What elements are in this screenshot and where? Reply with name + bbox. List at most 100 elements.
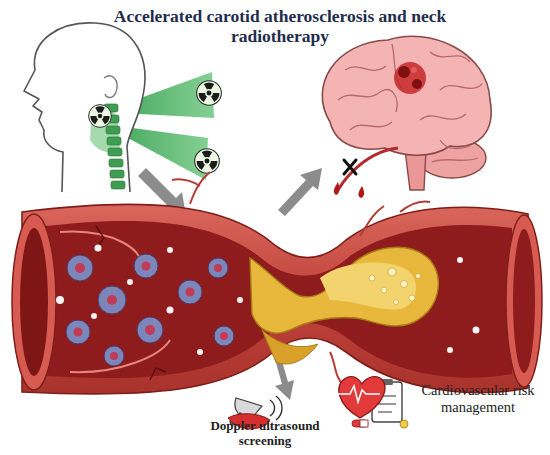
cervical-spine — [110, 170, 124, 178]
blood-cells — [186, 288, 195, 297]
head-profile — [24, 23, 145, 192]
brain — [338, 44, 482, 162]
radiation-symbols — [89, 81, 222, 174]
cardio-risk-icon — [338, 386, 380, 402]
carotid-artery — [22, 204, 528, 394]
brain — [440, 140, 470, 148]
carotid-artery — [172, 179, 200, 186]
plaque — [369, 275, 375, 281]
radiation-symbols — [197, 81, 222, 106]
head-profile — [24, 23, 145, 192]
blood-cells — [145, 325, 155, 335]
brain — [412, 79, 422, 89]
cardio-risk-icon — [352, 420, 368, 427]
blood-cells — [214, 326, 234, 346]
blood-cells — [237, 297, 243, 303]
brain — [322, 36, 491, 155]
blood-cells — [74, 262, 229, 361]
carotid-artery — [60, 232, 170, 373]
plaque — [416, 274, 421, 279]
blood-cells — [110, 352, 118, 360]
cervical-spine — [107, 137, 121, 145]
blood-cells — [75, 263, 85, 273]
plaque — [388, 268, 396, 276]
carotid-artery — [513, 229, 535, 373]
head-profile — [104, 76, 117, 98]
cardio-risk-icon — [400, 420, 408, 428]
plaque — [409, 295, 415, 301]
blood-cells — [220, 332, 228, 340]
brain — [338, 90, 397, 112]
carotid-artery — [360, 206, 384, 236]
radiation-beams — [102, 124, 208, 180]
blood-cells — [107, 295, 117, 305]
plaque — [381, 287, 387, 293]
carotid-artery — [20, 228, 48, 376]
brain — [430, 52, 470, 62]
blood-cells — [56, 245, 480, 356]
brain-vessel-occlusion — [334, 182, 339, 195]
carotid-artery — [96, 226, 166, 380]
radiation-symbols — [89, 105, 112, 128]
brain — [411, 67, 417, 73]
plaque — [320, 263, 416, 310]
blood-cells — [95, 245, 102, 252]
brain — [420, 114, 466, 120]
carotid-artery — [12, 172, 542, 394]
icon-caption: Cardiovascular risk management — [410, 382, 546, 415]
plaque — [250, 247, 438, 333]
cardio-risk-icon — [360, 420, 368, 427]
blood-cells — [66, 254, 234, 366]
brain — [345, 66, 386, 70]
blood-cells — [473, 327, 480, 334]
blood-cells — [142, 262, 151, 271]
plaque — [401, 281, 408, 288]
blood-cells — [127, 279, 133, 285]
blood-cells — [214, 264, 222, 272]
cervical-spine — [109, 159, 123, 167]
blood-cells — [457, 257, 463, 263]
plaque — [262, 330, 318, 364]
blood-cells — [104, 346, 124, 366]
blood-cells — [91, 313, 97, 319]
blood-cells — [137, 317, 163, 343]
blood-cells — [178, 280, 202, 304]
blood-cells — [134, 254, 158, 278]
diagram-title: Accelerated carotid atherosclerosis and … — [98, 6, 462, 46]
brain — [432, 158, 478, 162]
plaque — [250, 247, 438, 364]
carotid-artery — [12, 214, 56, 390]
cervical-spine — [106, 126, 120, 134]
radiation-symbols — [195, 149, 220, 174]
blood-cells — [74, 328, 83, 337]
cervical-spine — [111, 181, 125, 189]
brain — [350, 122, 392, 130]
brain — [440, 84, 482, 90]
carotid-artery — [190, 172, 210, 204]
brain-vessel-occlusion — [336, 148, 398, 194]
cardio-risk-icon — [339, 377, 385, 418]
blood-cells — [98, 286, 126, 314]
brain-vessel-occlusion — [358, 186, 364, 198]
carotid-artery — [506, 215, 542, 387]
cervical-spine — [108, 148, 122, 156]
blood-cells — [447, 347, 453, 353]
flow-arrows — [278, 168, 322, 216]
blood-cells — [167, 307, 174, 314]
brain — [398, 66, 410, 78]
blood-cells — [66, 320, 90, 344]
plaque — [394, 300, 399, 305]
cardio-risk-icon — [338, 377, 408, 428]
brain-vessel-occlusion — [334, 148, 398, 198]
carotid-artery — [46, 221, 512, 378]
plaque — [369, 268, 421, 305]
blood-cells — [56, 245, 480, 367]
blood-cells — [56, 296, 64, 304]
ultrasound-icon — [270, 396, 282, 420]
blood-cells — [197, 349, 203, 355]
icon-caption: Doppler ultrasound screening — [200, 419, 330, 449]
blood-cells — [167, 247, 173, 253]
blood-cells — [208, 258, 228, 278]
carotid-artery — [400, 201, 430, 212]
